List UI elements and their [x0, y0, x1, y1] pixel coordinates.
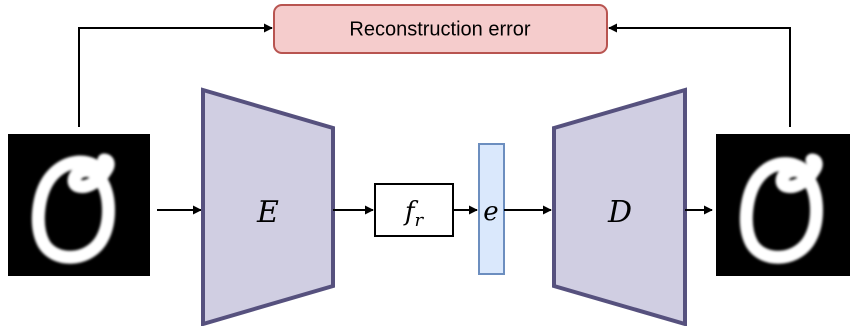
reconstruction-error-box-shape — [273, 4, 608, 54]
encoder-label: E — [256, 195, 279, 230]
encoder-shape — [201, 87, 335, 326]
function-box-shape — [374, 183, 454, 237]
function-box: fr — [374, 183, 454, 237]
encoder-block: E — [201, 87, 335, 326]
embedding-label: e — [483, 197, 498, 227]
digit-zero-icon — [31, 153, 115, 264]
function-label-subscript: r — [415, 210, 425, 231]
reconstructed-digit-zero-icon — [739, 153, 823, 264]
input-image — [8, 134, 150, 276]
decoder-label: D — [607, 195, 632, 230]
decoder-shape — [552, 87, 687, 326]
input-to-error-arrow — [78, 23, 273, 127]
output-image — [716, 134, 850, 276]
output-to-error-arrow — [608, 23, 791, 127]
reconstruction-error-box: Reconstruction error — [273, 4, 608, 54]
embedding-vector: e — [478, 143, 505, 275]
decoder-block: D — [552, 87, 687, 326]
reconstruction-error-label: Reconstruction error — [349, 18, 531, 40]
